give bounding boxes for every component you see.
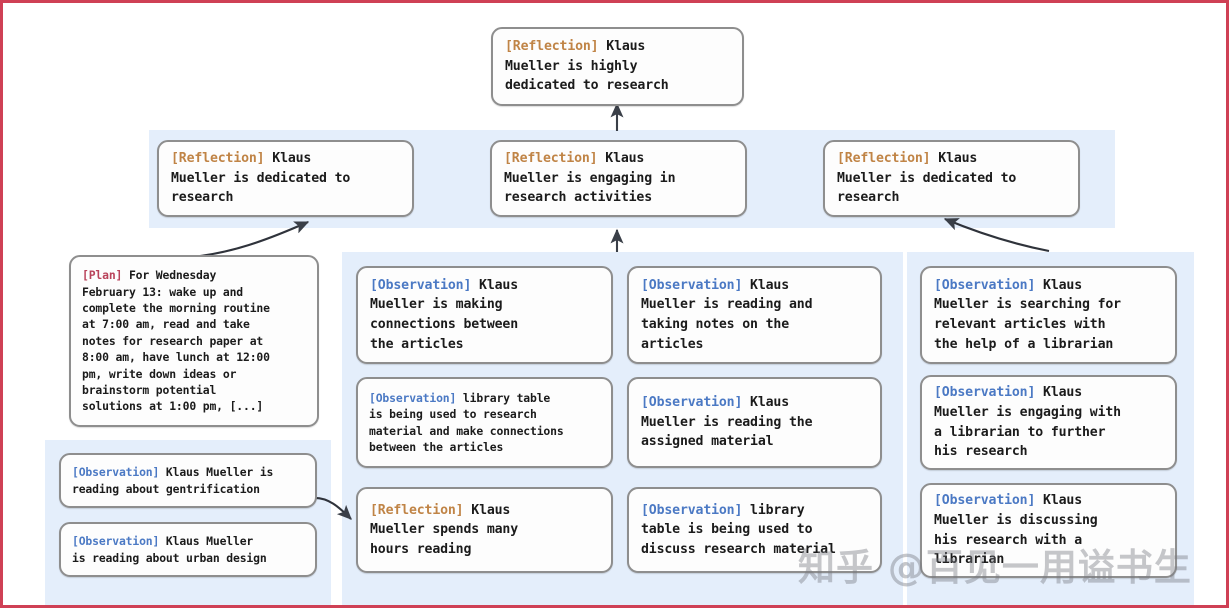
node-col3-observation-b-body: Klaus Mueller is engaging with a librari…: [934, 385, 1121, 460]
node-mid-right-reflection[interactable]: [Reflection] Klaus Mueller is dedicated …: [823, 140, 1080, 217]
node-col2-observation-a-text: [Observation] Klaus Mueller is reading a…: [629, 276, 824, 354]
node-col1-observation-b[interactable]: [Observation] library table is being use…: [356, 377, 613, 468]
node-plan-body: For Wednesday February 13: wake up and c…: [82, 268, 270, 414]
node-col2-observation-b[interactable]: [Observation] Klaus Mueller is reading t…: [627, 377, 882, 468]
node-mid-right-reflection-body: Klaus Mueller is dedicated to research: [837, 151, 1017, 206]
node-col3-observation-c[interactable]: [Observation] Klaus Mueller is discussin…: [920, 483, 1177, 578]
node-col3-observation-a[interactable]: [Observation] Klaus Mueller is searching…: [920, 266, 1177, 364]
node-col3-observation-b[interactable]: [Observation] Klaus Mueller is engaging …: [920, 375, 1177, 470]
node-bottom-left-observation-a-text: [Observation] Klaus Mueller is reading a…: [61, 464, 284, 497]
tag-reflection: [Reflection]: [505, 39, 599, 55]
node-col3-observation-c-text: [Observation] Klaus Mueller is discussin…: [922, 491, 1110, 569]
node-col1-observation-a-body: Klaus Mueller is making connections betw…: [370, 277, 519, 352]
node-col2-observation-a-body: Klaus Mueller is reading and taking note…: [641, 277, 813, 352]
node-col3-observation-b-text: [Observation] Klaus Mueller is engaging …: [922, 383, 1133, 461]
tag-observation: [Observation]: [72, 465, 160, 480]
node-plan[interactable]: [Plan] For Wednesday February 13: wake u…: [69, 255, 319, 427]
node-mid-center-reflection[interactable]: [Reflection] Klaus Mueller is engaging i…: [490, 140, 747, 217]
tag-observation: [Observation]: [934, 277, 1036, 293]
node-col1-observation-a[interactable]: [Observation] Klaus Mueller is making co…: [356, 266, 613, 364]
node-col1-observation-a-text: [Observation] Klaus Mueller is making co…: [358, 276, 530, 354]
tag-observation: [Observation]: [641, 395, 743, 411]
tag-reflection: [Reflection]: [171, 151, 265, 167]
node-mid-left-reflection-text: [Reflection] Klaus Mueller is dedicated …: [159, 149, 362, 208]
node-mid-left-reflection[interactable]: [Reflection] Klaus Mueller is dedicated …: [157, 140, 414, 217]
node-mid-left-reflection-body: Klaus Mueller is dedicated to research: [171, 151, 351, 206]
node-root-reflection[interactable]: [Reflection] Klaus Mueller is highly ded…: [491, 27, 744, 106]
node-mid-center-reflection-body: Klaus Mueller is engaging in research ac…: [504, 151, 676, 206]
tag-observation: [Observation]: [934, 385, 1036, 401]
node-col2-observation-c-text: [Observation] library table is being use…: [629, 501, 848, 560]
node-col3-observation-c-body: Klaus Mueller is discussing his research…: [934, 493, 1098, 568]
tag-observation: [Observation]: [72, 534, 160, 549]
node-col1-observation-b-text: [Observation] library table is being use…: [358, 390, 575, 456]
node-bottom-left-observation-a[interactable]: [Observation] Klaus Mueller is reading a…: [59, 453, 317, 508]
node-col2-observation-a[interactable]: [Observation] Klaus Mueller is reading a…: [627, 266, 882, 364]
node-bottom-left-observation-b-text: [Observation] Klaus Mueller is reading a…: [61, 533, 278, 566]
node-col1-reflection-c-text: [Reflection] Klaus Mueller spends many h…: [358, 501, 530, 560]
node-mid-center-reflection-text: [Reflection] Klaus Mueller is engaging i…: [492, 149, 687, 208]
node-col1-reflection-c[interactable]: [Reflection] Klaus Mueller spends many h…: [356, 487, 613, 573]
tag-observation: [Observation]: [934, 493, 1036, 509]
tag-observation: [Observation]: [641, 277, 743, 293]
node-bottom-left-observation-b-body: Klaus Mueller is reading about urban des…: [72, 534, 267, 565]
node-bottom-left-observation-b[interactable]: [Observation] Klaus Mueller is reading a…: [59, 522, 317, 577]
node-mid-right-reflection-text: [Reflection] Klaus Mueller is dedicated …: [825, 149, 1028, 208]
node-col3-observation-a-text: [Observation] Klaus Mueller is searching…: [922, 276, 1133, 354]
tag-plan: [Plan]: [82, 268, 123, 283]
tag-observation: [Observation]: [369, 390, 457, 405]
tag-reflection: [Reflection]: [837, 151, 931, 167]
node-col1-reflection-c-body: Klaus Mueller spends many hours reading: [370, 502, 519, 557]
tag-reflection: [Reflection]: [370, 502, 464, 518]
node-bottom-left-observation-a-body: Klaus Mueller is reading about gentrific…: [72, 465, 274, 496]
tag-observation: [Observation]: [641, 502, 743, 518]
tag-reflection: [Reflection]: [504, 151, 598, 167]
tag-observation: [Observation]: [370, 277, 472, 293]
node-col3-observation-a-body: Klaus Mueller is searching for relevant …: [934, 277, 1121, 352]
node-plan-text: [Plan] For Wednesday February 13: wake u…: [71, 267, 281, 415]
node-root-reflection-text: [Reflection] Klaus Mueller is highly ded…: [493, 37, 681, 96]
node-col1-observation-b-body: library table is being used to research …: [369, 390, 564, 454]
node-col2-observation-b-text: [Observation] Klaus Mueller is reading t…: [629, 393, 824, 452]
node-col2-observation-c[interactable]: [Observation] library table is being use…: [627, 487, 882, 573]
node-col2-observation-c-body: library table is being used to discuss r…: [641, 502, 836, 557]
node-root-reflection-body: Klaus Mueller is highly dedicated to res…: [505, 39, 669, 94]
node-col2-observation-b-body: Klaus Mueller is reading the assigned ma…: [641, 395, 813, 450]
